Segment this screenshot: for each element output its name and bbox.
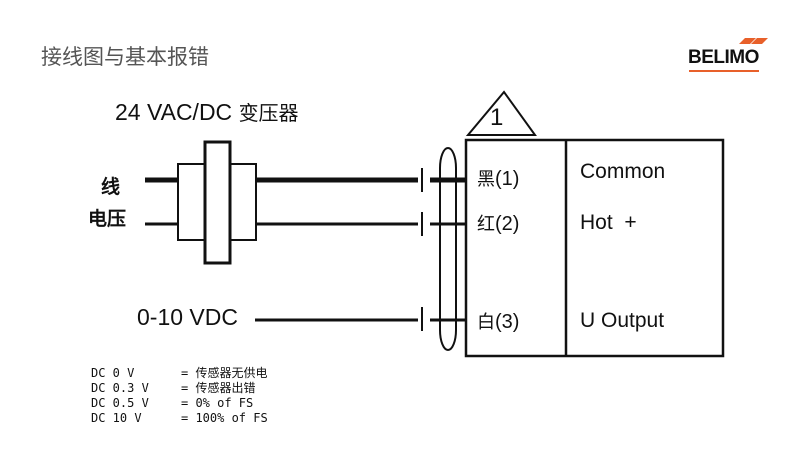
terminal-3-number: (3): [495, 311, 520, 333]
belimo-logo: BELIMO: [688, 36, 768, 72]
voltage-legend: DC 0 V = 传感器无供电 DC 0.3 V = 传感器出错 DC 0.5 …: [91, 366, 268, 426]
legend-row: DC 10 V = 100% of FS: [91, 411, 268, 426]
legend-value: = 传感器出错: [181, 381, 256, 395]
terminal-1-color: 黑: [477, 169, 495, 190]
terminal-2: 红(2): [477, 210, 519, 236]
terminal-1: 黑(1): [477, 165, 519, 191]
line-voltage-label-1: 线: [101, 176, 121, 198]
warning-triangle: [465, 90, 537, 136]
logo-underline: [689, 70, 759, 72]
legend-row: DC 0.5 V = 0% of FS: [91, 396, 268, 411]
terminal-3: 白(3): [477, 308, 519, 334]
terminal-3-color: 白: [477, 312, 495, 333]
cable-bundle: [439, 147, 457, 351]
legend-key: DC 0.5 V: [91, 396, 149, 410]
terminal-2-function: Hot +: [580, 211, 637, 234]
terminal-box: [464, 138, 725, 358]
logo-text: BELIMO: [688, 47, 759, 68]
terminal-1-number: (1): [495, 168, 520, 190]
transformer-name: 变压器: [238, 101, 299, 125]
page-title: 接线图与基本报错: [41, 45, 209, 69]
legend-key: DC 0 V: [91, 366, 135, 380]
legend-value: = 0% of FS: [181, 396, 254, 410]
terminal-2-number: (2): [495, 213, 520, 235]
transformer-outer-left: [177, 163, 206, 241]
line-voltage-label-2: 电压: [88, 208, 127, 230]
terminal-2-color: 红: [477, 214, 495, 235]
terminal-1-function: Common: [580, 160, 666, 183]
terminal-3-function: U Output: [580, 309, 665, 332]
transformer-label: 24 VAC/DC 变压器: [115, 97, 299, 126]
transformer-core: [203, 140, 232, 265]
signal-label: 0-10 VDC: [137, 304, 238, 330]
transformer-outer-right: [229, 163, 257, 241]
legend-value: = 传感器无供电: [181, 366, 268, 380]
legend-row: DC 0 V = 传感器无供电: [91, 366, 268, 381]
transformer-voltage: 24 VAC/DC: [115, 99, 233, 125]
warning-number: 1: [490, 104, 504, 131]
legend-value: = 100% of FS: [181, 411, 268, 425]
legend-row: DC 0.3 V = 传感器出错: [91, 381, 268, 396]
legend-key: DC 0.3 V: [91, 381, 149, 395]
legend-key: DC 10 V: [91, 411, 142, 425]
